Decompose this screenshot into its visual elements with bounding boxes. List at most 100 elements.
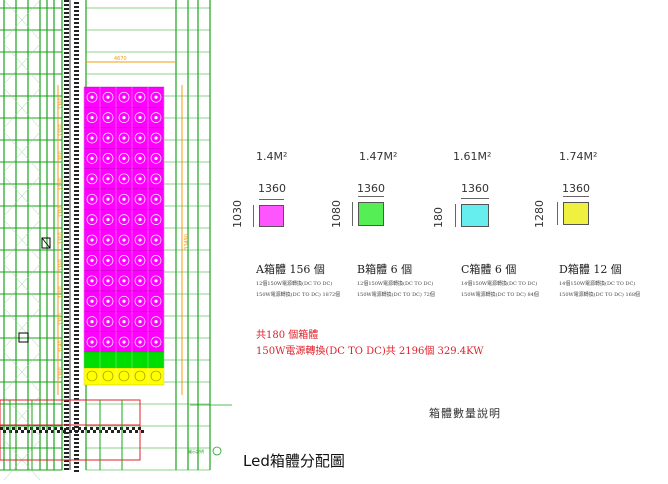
structural-column-mark: [64, 216, 69, 218]
checker-mark: [132, 427, 135, 430]
hatch-line: [3, 131, 41, 173]
structural-column-mark: [64, 460, 69, 462]
structural-column-mark: [64, 416, 69, 418]
structural-column-mark: [64, 156, 69, 158]
structural-column-mark: [74, 146, 79, 148]
led-module-mark: [122, 320, 126, 324]
structural-column-mark: [64, 372, 69, 374]
structural-column-mark: [74, 190, 79, 192]
cabinet-area-label: 1.47M²: [359, 150, 398, 163]
structural-column-mark: [64, 76, 69, 78]
structural-column-mark: [74, 110, 79, 112]
structural-column-mark: [64, 256, 69, 258]
led-module-mark: [138, 177, 142, 181]
structural-column-mark: [64, 260, 69, 262]
cabinet-title: B箱體 6 個: [357, 263, 413, 276]
led-module-mark: [122, 177, 126, 181]
hatch-line: [3, 87, 41, 129]
checker-mark: [0, 427, 3, 430]
led-module-mark: [118, 91, 130, 103]
structural-column-mark: [64, 16, 69, 18]
structural-column-mark: [74, 194, 79, 196]
structural-column-mark: [74, 38, 79, 40]
dimension-line: [352, 202, 353, 226]
led-module-mark: [90, 279, 94, 283]
dimension-line: [259, 199, 284, 200]
led-module-mark: [154, 197, 158, 201]
structural-column-mark: [74, 86, 79, 88]
structural-column-mark: [74, 338, 79, 340]
led-module-mark: [86, 336, 98, 348]
legend-text: 圖示說明: [188, 448, 204, 454]
checker-mark: [102, 427, 105, 430]
structural-column-mark: [64, 72, 69, 74]
structural-column-mark: [64, 24, 69, 26]
led-module-mark: [102, 132, 114, 144]
structural-column-mark: [74, 422, 79, 424]
structural-column-mark: [74, 26, 79, 28]
structural-column-mark: [74, 66, 79, 68]
structural-column-mark: [64, 312, 69, 314]
led-module-mark: [86, 112, 98, 123]
led-module-mark: [138, 218, 142, 222]
led-module-mark: [86, 153, 98, 164]
structural-column-mark: [64, 12, 69, 14]
checker-mark: [93, 430, 96, 433]
left-dimension-text: 3360: [58, 205, 64, 218]
structural-column-mark: [74, 94, 79, 96]
led-module-mark: [118, 193, 130, 205]
checker-mark: [63, 430, 66, 433]
structural-column-mark: [74, 270, 79, 272]
cabinet-b-row: [83, 351, 165, 369]
structural-column-mark: [74, 462, 79, 464]
structural-column-mark: [74, 70, 79, 72]
led-module-mark: [138, 197, 142, 201]
structural-column-mark: [64, 468, 69, 470]
structural-column-mark: [74, 342, 79, 344]
led-module-mark: [138, 320, 142, 324]
led-module-mark: [134, 316, 146, 327]
led-module-mark: [102, 295, 114, 307]
structural-column-mark: [74, 250, 79, 252]
led-module-mark: [86, 370, 98, 382]
structural-column-mark: [74, 54, 79, 56]
led-module-mark: [90, 116, 94, 120]
structural-column-mark: [64, 388, 69, 390]
structural-column-mark: [64, 100, 69, 102]
led-module-mark: [134, 234, 146, 246]
led-module-mark: [106, 116, 110, 120]
led-module-mark: [90, 197, 94, 201]
led-module-mark: [118, 153, 130, 164]
led-module-mark: [86, 91, 98, 103]
structural-column-mark: [74, 442, 79, 444]
structural-column-mark: [74, 230, 79, 232]
right-dimension-text: 33490: [184, 234, 190, 250]
structural-column-mark: [74, 74, 79, 76]
left-dimension-text: 3360: [58, 367, 64, 380]
checker-mark: [18, 427, 21, 430]
led-module-mark: [134, 255, 146, 266]
structural-column-mark: [64, 352, 69, 354]
led-module-mark: [102, 214, 114, 225]
led-module-mark: [118, 316, 130, 327]
led-module-mark: [154, 279, 158, 283]
checker-mark: [3, 430, 6, 433]
checker-mark: [129, 430, 132, 433]
checker-mark: [81, 430, 84, 433]
led-module-mark: [102, 193, 114, 205]
structural-column-mark: [64, 264, 69, 266]
structural-column-mark: [74, 282, 79, 284]
left-dimension-text: 3360: [58, 313, 64, 326]
led-module-mark: [154, 156, 158, 160]
structural-column-mark: [74, 202, 79, 204]
structural-column-mark: [74, 14, 79, 16]
cabinet-height-dim: 1280: [533, 200, 546, 228]
structural-column-mark: [64, 172, 69, 174]
structural-column-mark: [74, 222, 79, 224]
structural-column-mark: [74, 10, 79, 12]
structural-column-mark: [64, 28, 69, 30]
structural-column-mark: [74, 174, 79, 176]
led-module-mark: [90, 218, 94, 222]
structural-column-mark: [64, 420, 69, 422]
structural-column-mark: [64, 236, 69, 238]
